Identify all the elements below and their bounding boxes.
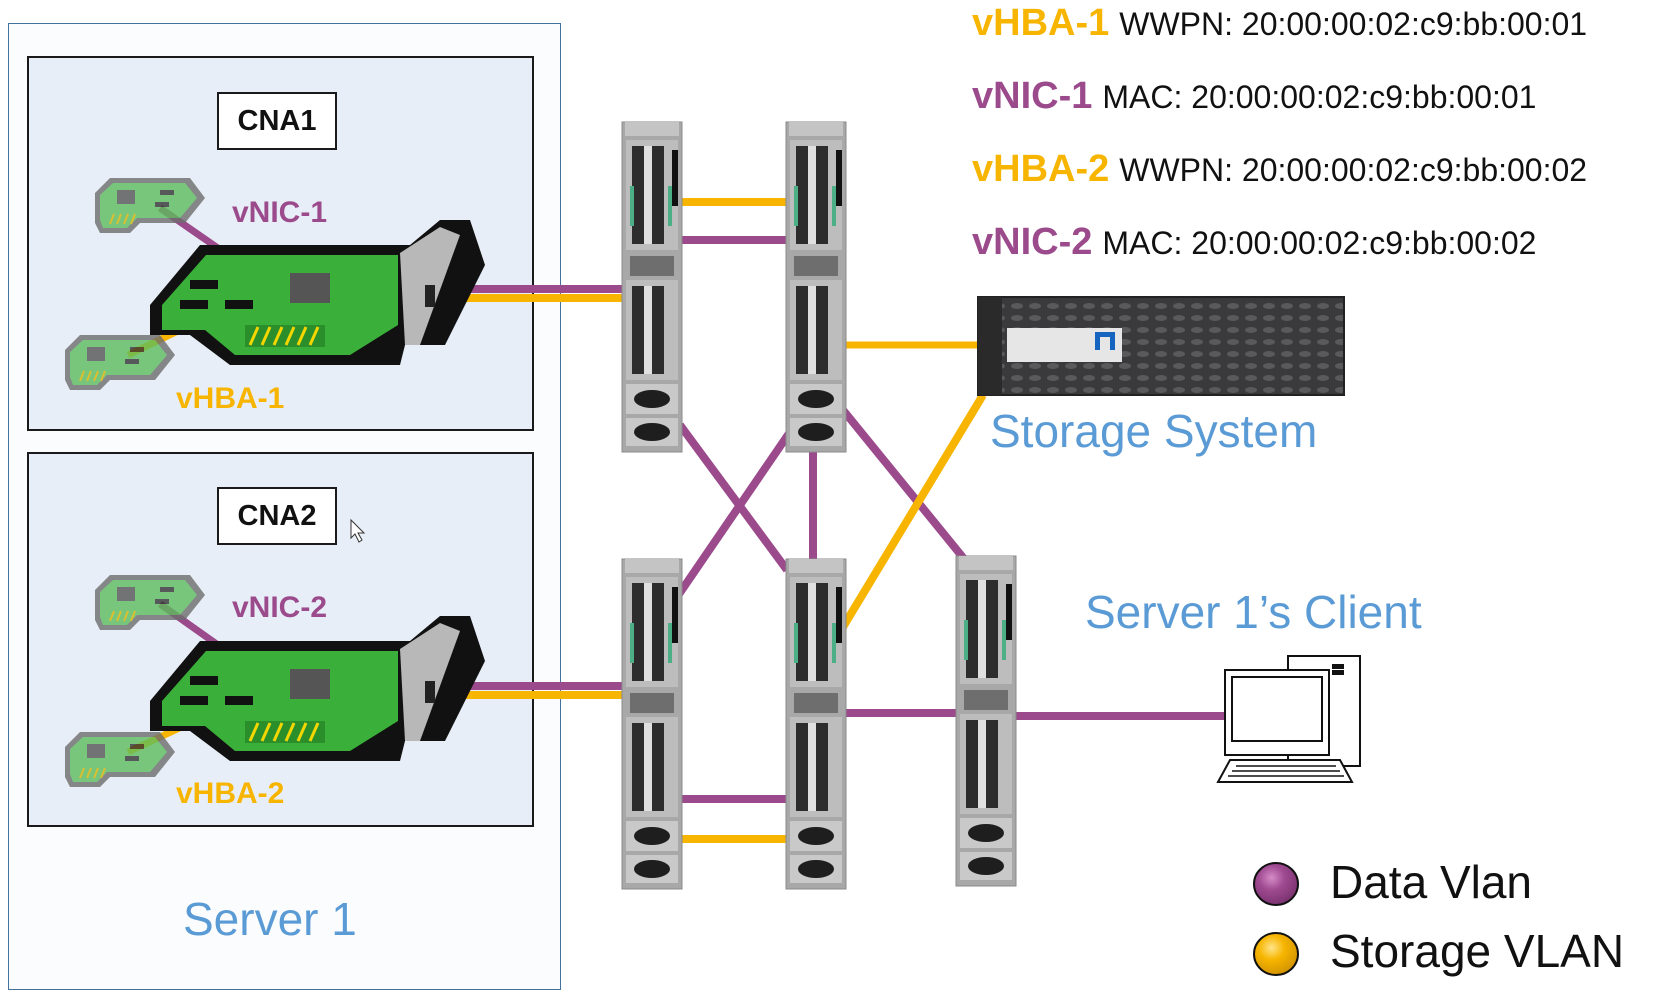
identifier-value: 20:00:00:02:c9:bb:00:01 [1241,6,1588,42]
identifier-tag: vHBA-2 [972,148,1110,190]
legend-storage-vlan-label: Storage VLAN [1330,925,1625,977]
cna2-vhba-label: vHBA-2 [176,777,285,810]
switch-b-icon [785,121,847,453]
identifier-tag: vNIC-1 [972,75,1093,117]
cross-link-a-d [676,422,791,573]
cross-link-c-b [671,407,809,603]
cross-link-b-e [839,407,969,563]
switch-e-icon [955,555,1017,887]
switch-d-icon [785,558,847,890]
storage-to-switch-d-link [839,392,987,630]
legend-storage-vlan-dot [1253,932,1299,976]
identifier-kind: MAC: [1102,79,1183,115]
switch-c-icon [621,558,683,890]
legend-data-vlan-label: Data Vlan [1330,856,1533,908]
switch-a-icon [621,121,683,453]
identifier-value: 20:00:00:02:c9:bb:00:02 [1191,225,1537,261]
storage-array-icon [977,296,1345,396]
cna1-vnic-label: vNIC-1 [232,196,328,229]
identifier-kind: WWPN: [1119,6,1233,42]
cna2-vnic-label: vNIC-2 [232,591,328,624]
client-computer-icon [1216,655,1361,783]
identifier-kind: WWPN: [1119,152,1233,188]
identifier-kind: MAC: [1102,225,1183,261]
legend-data-vlan-dot [1253,862,1299,906]
client-title: Server 1’s Client [1085,586,1422,638]
identifier-tag: vNIC-2 [972,221,1093,263]
mouse-cursor-icon [350,518,366,543]
cna1-label: CNA1 [217,92,337,150]
identifier-tag: vHBA-1 [972,2,1110,44]
identifier-value: 20:00:00:02:c9:bb:00:02 [1241,152,1588,188]
server-1-title: Server 1 [183,893,357,945]
cna1-vhba-label: vHBA-1 [176,382,285,415]
identifier-value: 20:00:00:02:c9:bb:00:01 [1191,79,1537,115]
cna2-label: CNA2 [217,487,337,545]
storage-system-title: Storage System [990,405,1318,457]
